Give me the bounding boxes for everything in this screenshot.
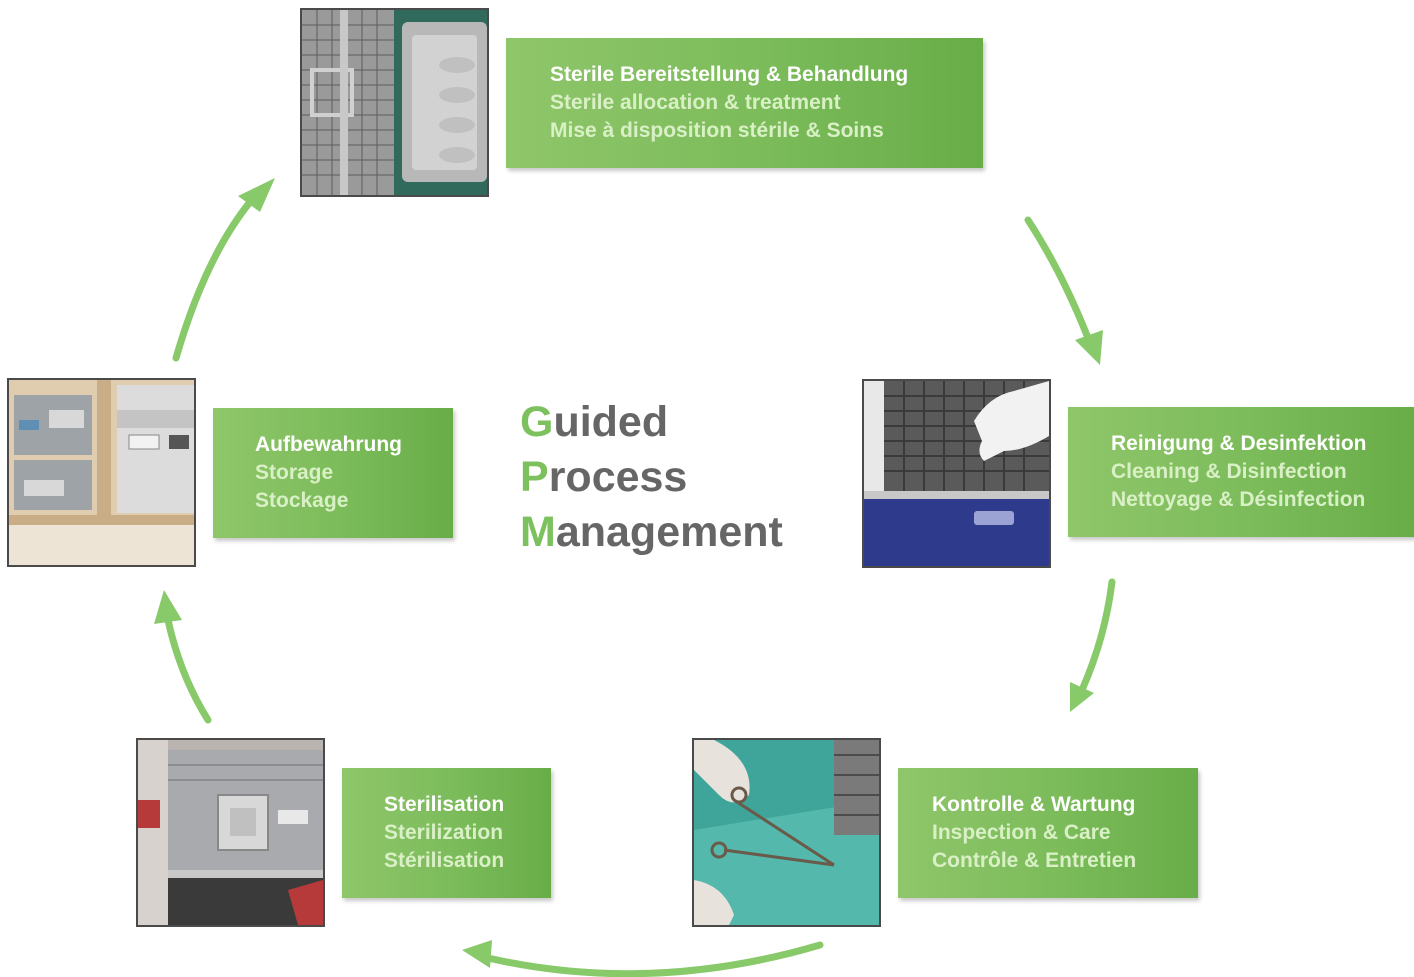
title-line-2: Process — [520, 450, 783, 505]
title-rest-3: anagement — [555, 508, 783, 556]
sterile-allocation-de: Sterile Bereitstellung & Behandlung — [550, 63, 909, 86]
title-rest-2: rocess — [548, 453, 688, 501]
title-line-3: Management — [520, 505, 783, 560]
arrow-left-top — [172, 198, 254, 362]
sterilisation-fr: Stérilisation — [384, 849, 505, 872]
inspection-fr: Contrôle & Entretien — [932, 849, 1137, 872]
arrow-bottom-left — [164, 616, 212, 724]
arrowhead-top-right — [1075, 330, 1103, 365]
inspection-de: Kontrolle & Wartung — [932, 793, 1136, 816]
arrowhead-bottom — [462, 940, 492, 968]
inspection-photo — [692, 738, 881, 927]
cleaning-fr: Nettoyage & Désinfection — [1111, 488, 1366, 511]
arrow-bottom — [484, 941, 824, 977]
inspection-label-box: Kontrolle & Wartung Inspection & Care Co… — [898, 768, 1198, 898]
title-initial-m: M — [520, 508, 556, 556]
sterilisation-en: Sterilization — [384, 821, 504, 844]
storage-fr: Stockage — [255, 489, 349, 512]
title-rest-1: uided — [553, 398, 669, 446]
storage-label-box: Aufbewahrung Storage Stockage — [213, 408, 453, 538]
sterilisation-photo — [136, 738, 325, 927]
storage-en: Storage — [255, 461, 334, 484]
sterile-allocation-en: Sterile allocation & treatment — [550, 91, 841, 114]
storage-de: Aufbewahrung — [255, 433, 402, 456]
arrow-right — [1078, 578, 1116, 694]
storage-photo — [7, 378, 196, 567]
arrowhead-bottom-left — [154, 590, 182, 624]
sterilisation-de: Sterilisation — [384, 793, 505, 816]
cleaning-label-box: Reinigung & Desinfektion Cleaning & Disi… — [1068, 407, 1414, 537]
arrowhead-left-top — [238, 178, 275, 212]
title-initial-g: G — [520, 398, 554, 446]
cleaning-photo — [862, 379, 1051, 568]
sterile-allocation-photo — [300, 8, 489, 197]
arrowhead-right — [1070, 682, 1094, 712]
arrow-top-right — [1024, 216, 1092, 342]
sterilisation-label-box: Sterilisation Sterilization Stérilisatio… — [342, 768, 551, 898]
title-line-1: Guided — [520, 395, 783, 450]
title-initial-p: P — [520, 453, 549, 501]
cleaning-en: Cleaning & Disinfection — [1111, 460, 1347, 483]
sterile-allocation-label-box: Sterile Bereitstellung & Behandlung Ster… — [506, 38, 983, 168]
sterile-allocation-fr: Mise à disposition stérile & Soins — [550, 119, 884, 142]
guided-process-management-title: Guided Process Management — [520, 395, 783, 560]
inspection-en: Inspection & Care — [932, 821, 1111, 844]
cleaning-de: Reinigung & Desinfektion — [1111, 432, 1367, 455]
